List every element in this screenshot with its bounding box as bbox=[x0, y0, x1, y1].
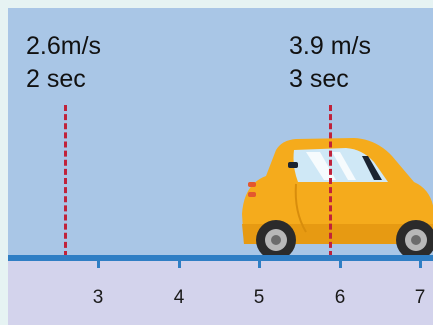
axis-label-7: 7 bbox=[414, 287, 426, 308]
axis-label-5: 5 bbox=[253, 287, 265, 308]
ground-background bbox=[8, 260, 433, 325]
axis-tick-3 bbox=[97, 260, 100, 268]
reading-1-time: 2 sec bbox=[26, 65, 86, 93]
road-line bbox=[8, 255, 433, 261]
motion-scene: 2.6m/s 2 sec 3.9 m/s 3 sec bbox=[8, 8, 433, 325]
car-icon bbox=[242, 138, 433, 260]
reading-2-time: 3 sec bbox=[289, 65, 349, 93]
reading-2: 3.9 m/s 3 sec bbox=[289, 30, 371, 96]
reading-1-speed: 2.6m/s bbox=[26, 32, 102, 60]
axis-label-6: 6 bbox=[334, 287, 346, 308]
axis-tick-7 bbox=[419, 260, 422, 268]
position-marker-1 bbox=[64, 105, 67, 257]
axis-tick-4 bbox=[178, 260, 181, 268]
axis-tick-6 bbox=[339, 260, 342, 268]
reading-2-speed: 3.9 m/s bbox=[289, 32, 371, 60]
position-marker-2 bbox=[329, 105, 332, 257]
reading-1: 2.6m/s 2 sec bbox=[26, 30, 101, 96]
axis-label-4: 4 bbox=[173, 287, 185, 308]
axis-label-3: 3 bbox=[92, 287, 104, 308]
axis-tick-5 bbox=[258, 260, 261, 268]
